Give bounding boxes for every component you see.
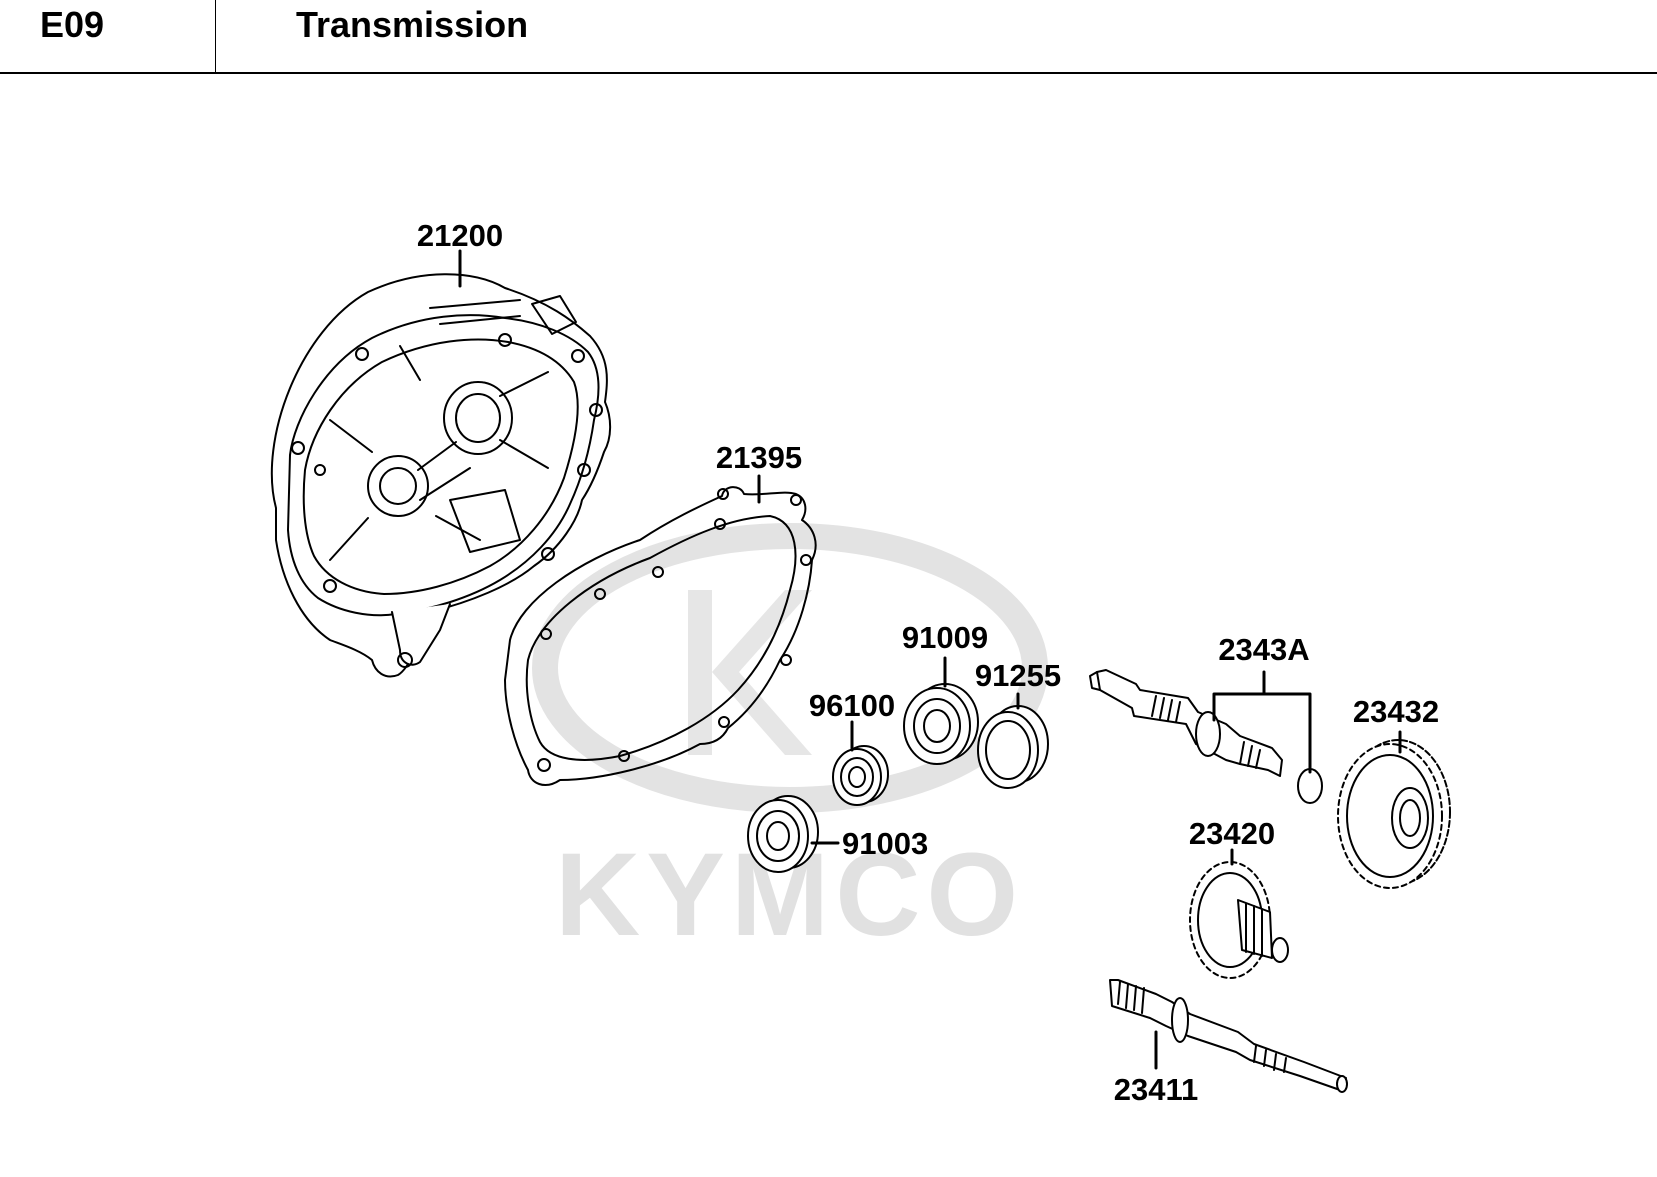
- case-bolt-hole-3: [498, 333, 512, 347]
- case-bolt-hole-8: [323, 579, 337, 593]
- case-top-rib: [429, 299, 521, 325]
- bearing-91003-ball-race: [756, 810, 800, 862]
- case-internal-pocket: [449, 489, 521, 553]
- gasket-hole-3: [800, 554, 812, 566]
- countershaft-splines: [1151, 695, 1261, 769]
- countershaft-body: [1096, 669, 1283, 777]
- label-23411: 23411: [1114, 1072, 1199, 1107]
- gasket-hole-8: [780, 654, 792, 666]
- part-labels: 21200 21395 91009 91255 96100 91003 2343…: [417, 218, 1439, 1107]
- bearing-96100-bore: [848, 766, 866, 788]
- case-mount-arm: [391, 603, 451, 666]
- part-23411-drive-shaft[interactable]: [1109, 979, 1348, 1093]
- part-91009-ball-bearing[interactable]: [903, 683, 979, 765]
- final-gear-hub: [1391, 787, 1429, 849]
- label-21395: 21395: [716, 440, 802, 475]
- page-title: Transmission: [296, 4, 529, 45]
- case-lower-bearing-bore: [379, 467, 417, 505]
- gasket-hole-6: [594, 588, 606, 600]
- case-bolt-hole-2: [355, 347, 369, 361]
- gasket-hole-1: [717, 488, 729, 500]
- case-bolt-hole-9: [314, 464, 326, 476]
- countershaft-collar: [1195, 711, 1221, 757]
- bearing-96100-ball-race: [840, 757, 874, 797]
- final-gear-teeth: [1337, 743, 1443, 889]
- gasket-hole-9: [718, 716, 730, 728]
- bearing-91009-ball-race: [913, 698, 961, 754]
- counter-gear-pinion-splines: [1245, 903, 1263, 957]
- label-91003: 91003: [842, 826, 928, 861]
- label-2343A: 2343A: [1218, 632, 1309, 667]
- gasket-hole-7: [540, 628, 552, 640]
- label-21200: 21200: [417, 218, 503, 253]
- label-91009: 91009: [902, 620, 988, 655]
- part-96100-ball-bearing[interactable]: [832, 745, 889, 806]
- part-23420-counter-gear[interactable]: [1189, 861, 1289, 979]
- watermark-k-letter: [688, 590, 812, 755]
- section-code-cell: E09: [0, 0, 216, 74]
- case-top-lug: [531, 295, 577, 335]
- final-gear-spline-bore: [1399, 799, 1421, 837]
- leader-lines: [458, 249, 1402, 1070]
- part-2343A-countershaft[interactable]: [1089, 669, 1283, 777]
- case-upper-bearing-boss: [443, 381, 513, 455]
- bearing-91009-bore: [923, 709, 951, 743]
- part-2343A-circlip[interactable]: [1297, 768, 1323, 804]
- case-bolt-hole-6: [577, 463, 591, 477]
- case-bolt-hole-4: [571, 349, 585, 363]
- seal-front-face: [977, 711, 1039, 789]
- drive-shaft-collar: [1171, 997, 1189, 1043]
- gasket-hole-10: [618, 750, 630, 762]
- part-91003-ball-bearing[interactable]: [747, 795, 819, 873]
- bearing-91003-bore: [766, 821, 790, 851]
- label-96100: 96100: [809, 688, 895, 723]
- case-bolt-hole-1: [291, 441, 305, 455]
- label-23420: 23420: [1189, 816, 1275, 851]
- part-21395-case-gasket[interactable]: [504, 486, 817, 786]
- gasket-hole-2: [790, 494, 802, 506]
- part-21200-transmission-case[interactable]: [270, 273, 612, 678]
- final-gear-face: [1346, 754, 1434, 878]
- case-ribs: [329, 345, 549, 561]
- label-23432: 23432: [1353, 694, 1439, 729]
- circlip-ring: [1297, 768, 1323, 804]
- case-bolt-hole-7: [541, 547, 555, 561]
- gasket-outer-edge: [504, 486, 817, 786]
- gasket-hole-5: [652, 566, 664, 578]
- case-mount-arm-hole: [397, 652, 413, 668]
- gasket-hole-11: [537, 758, 551, 772]
- case-upper-bearing-bore: [455, 393, 501, 443]
- section-code: E09: [40, 4, 105, 45]
- page-header: E09 Transmission: [0, 0, 1657, 74]
- countershaft-threaded-end: [1089, 671, 1101, 691]
- part-91255-oil-seal[interactable]: [977, 705, 1049, 789]
- gasket-inner-edge: [525, 515, 797, 761]
- drive-shaft-tip: [1336, 1075, 1348, 1093]
- label-91255: 91255: [975, 658, 1061, 693]
- case-lower-bearing-boss: [367, 455, 429, 517]
- drive-shaft-splines: [1117, 981, 1287, 1073]
- leader-2343A: [1212, 670, 1312, 774]
- watermark-ring: [532, 523, 1048, 813]
- gasket-hole-4: [714, 518, 726, 530]
- counter-gear-pinion-end: [1271, 937, 1289, 963]
- seal-lip: [985, 720, 1031, 780]
- part-23432-final-gear[interactable]: [1337, 739, 1451, 889]
- case-bolt-hole-5: [589, 403, 603, 417]
